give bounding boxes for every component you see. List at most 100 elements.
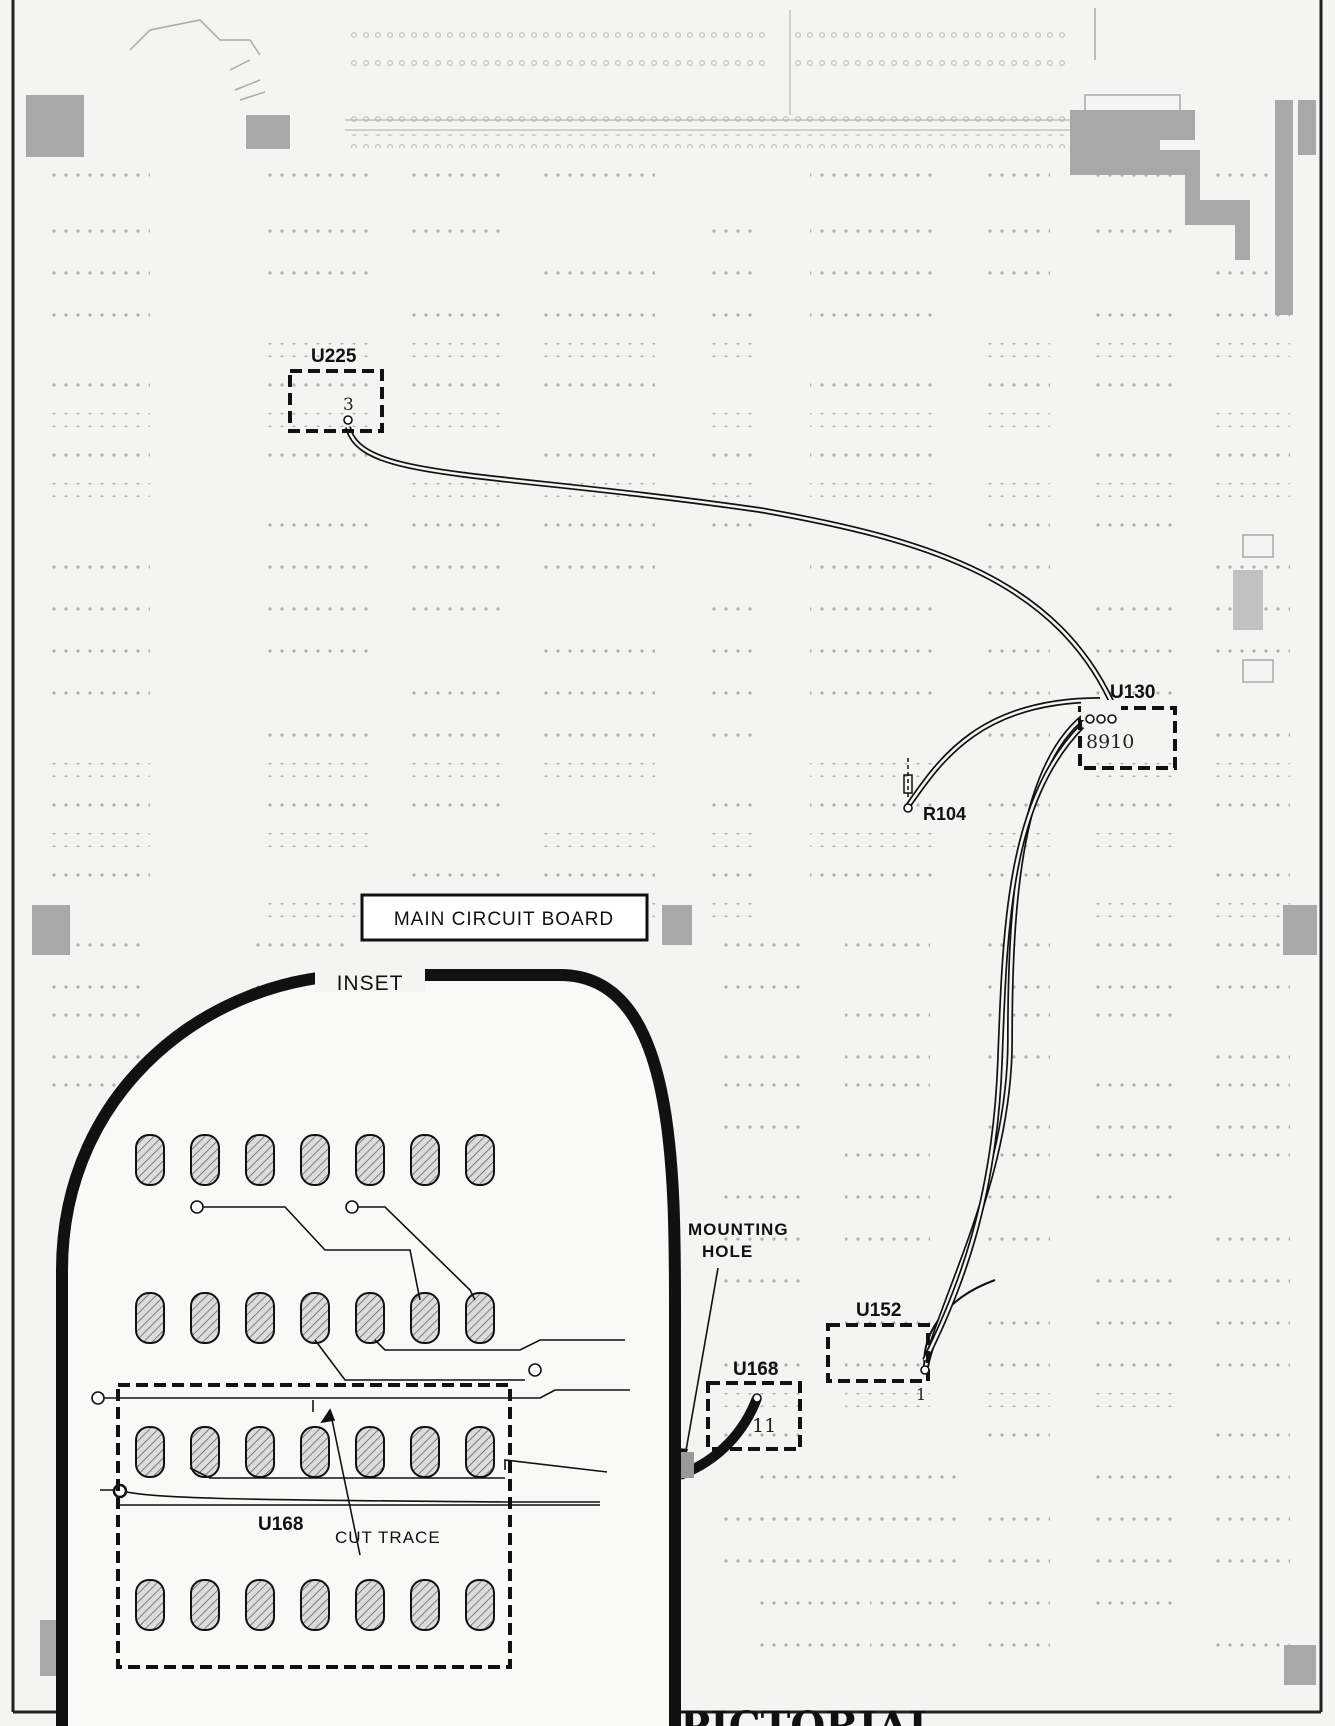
ic-pad	[300, 1426, 330, 1478]
pin-hole-row	[810, 168, 940, 182]
pin-hole-row	[1210, 868, 1290, 882]
pin-hole-row	[1090, 1193, 1175, 1207]
pin-hole-row	[980, 1118, 1050, 1132]
mounting-hole-label-line1: MOUNTING	[688, 1220, 789, 1239]
pin-hole-row	[720, 1353, 800, 1367]
pin-hole-row	[705, 603, 760, 617]
ic-pad	[245, 1579, 275, 1631]
pin-hole-row	[870, 1513, 960, 1527]
pin-hole-row	[260, 378, 370, 392]
pin-hole-row	[1210, 1048, 1290, 1062]
pin-hole-row	[980, 228, 1050, 242]
pin-hole-row	[980, 1233, 1050, 1247]
pin-hole-row	[810, 563, 940, 577]
pin-hole-row	[845, 1048, 930, 1062]
pin-hole-row	[1090, 943, 1175, 957]
u225-component: U225 3	[288, 346, 384, 433]
pin-hole-row	[1090, 603, 1175, 617]
pin-hole-row	[405, 603, 505, 617]
ic-pad	[355, 1579, 385, 1631]
u152-component: U152 1	[826, 1300, 930, 1404]
pin-hole-row	[260, 563, 370, 577]
pin-hole-row	[1210, 1118, 1290, 1132]
pin-hole-row	[980, 1353, 1050, 1367]
pin-hole-row	[1210, 763, 1290, 777]
pin-hole-row	[870, 1593, 960, 1607]
pin-hole-row	[1210, 723, 1290, 737]
pin-hole-row	[540, 643, 655, 657]
copper-areas	[26, 95, 1317, 1685]
pin-hole-row	[260, 228, 370, 242]
pin-hole-row	[980, 798, 1050, 812]
pin-hole-row	[980, 1593, 1050, 1607]
pin-hole-row	[1090, 228, 1175, 242]
pin-hole-row	[720, 1193, 800, 1207]
pin-hole-row	[1210, 1553, 1290, 1567]
pin-hole-row	[1210, 1273, 1290, 1287]
pin-hole-row	[260, 833, 370, 847]
ic-pad	[465, 1579, 495, 1631]
pin-hole-row	[980, 378, 1050, 392]
ic-pad	[190, 1426, 220, 1478]
pin-hole-row	[405, 228, 505, 242]
pin-hole-row	[980, 1193, 1050, 1207]
pin-hole-row	[1090, 1313, 1175, 1327]
pin-hole-row	[720, 1233, 800, 1247]
ic-pad	[135, 1134, 165, 1186]
pin-hole-row	[405, 413, 505, 427]
pin-hole-row	[705, 903, 760, 917]
pin-hole-row	[810, 868, 940, 882]
pin-hole-row	[260, 643, 370, 657]
pin-hole-row	[540, 378, 655, 392]
pin-hole-row	[760, 1473, 860, 1487]
mounting-hole-label-line2: HOLE	[702, 1242, 753, 1261]
pin-hole-row	[1210, 448, 1290, 462]
ic-pad	[300, 1579, 330, 1631]
ic-pad	[190, 1134, 220, 1186]
pin-hole-row	[405, 723, 505, 737]
pin-hole-grid	[50, 168, 1290, 1647]
pin-hole-row	[1210, 943, 1290, 957]
pin-hole-row	[705, 228, 760, 242]
pin-hole-row	[705, 723, 760, 737]
pin-hole-row	[1210, 1513, 1290, 1527]
pin-hole-row	[50, 228, 150, 242]
pin-hole-row	[1090, 978, 1175, 992]
u130-label: U130	[1110, 682, 1155, 703]
pin-hole-row	[980, 723, 1050, 737]
pin-hole-row	[405, 523, 505, 537]
ic-pad	[410, 1579, 440, 1631]
pin-hole-row	[405, 483, 505, 497]
pin-hole-row	[1210, 1313, 1290, 1327]
pin-hole-row	[980, 1048, 1050, 1062]
u130-component: U130 8910	[1078, 682, 1177, 770]
pin-hole-row	[540, 523, 655, 537]
pin-hole-row	[260, 603, 370, 617]
ic-pad	[300, 1134, 330, 1186]
pin-hole-row	[980, 1313, 1050, 1327]
board-label-box: MAIN CIRCUIT BOARD	[360, 893, 649, 942]
pin-hole-row	[50, 263, 150, 277]
pin-hole-row	[705, 798, 760, 812]
pin-hole-row	[810, 833, 940, 847]
pin-hole-row	[50, 303, 150, 317]
pin-hole-row	[1090, 1553, 1175, 1567]
pin-hole-row	[980, 483, 1050, 497]
pin-hole-row	[1090, 483, 1175, 497]
pin-hole-row	[1210, 1153, 1290, 1167]
pin-hole-row	[1210, 1433, 1290, 1447]
pin-hole-row	[810, 483, 940, 497]
pin-hole-row	[1210, 1633, 1290, 1647]
pin-hole-row	[870, 1553, 960, 1567]
pin-hole-row	[50, 1048, 140, 1062]
edge-connector	[345, 8, 1096, 148]
jumper-wires	[345, 426, 1119, 1486]
pin-hole-row	[1090, 1473, 1175, 1487]
small-trace-art	[129, 19, 1274, 683]
pin-hole-row	[540, 833, 655, 847]
pin-hole-row	[405, 683, 505, 697]
pin-hole-row	[845, 1153, 930, 1167]
pin-hole-row	[540, 343, 655, 357]
pin-hole-row	[540, 868, 655, 882]
pin-hole-row	[810, 763, 940, 777]
